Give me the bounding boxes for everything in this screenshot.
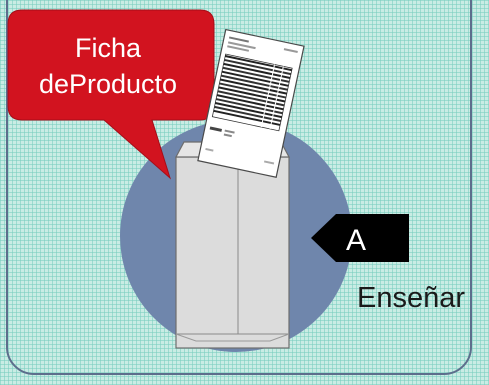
callout-line-2: deProducto (38, 69, 178, 99)
product-sheet-document-icon (197, 28, 305, 178)
callout-bubble (7, 9, 215, 180)
callout-label: Ficha deProducto (10, 30, 206, 102)
action-label: Enseñar (357, 282, 466, 314)
marker-arrow-shape (311, 214, 409, 262)
marker-letter: A (345, 224, 366, 257)
callout-line-1: Ficha (74, 33, 142, 63)
rounded-frame (6, 0, 472, 375)
